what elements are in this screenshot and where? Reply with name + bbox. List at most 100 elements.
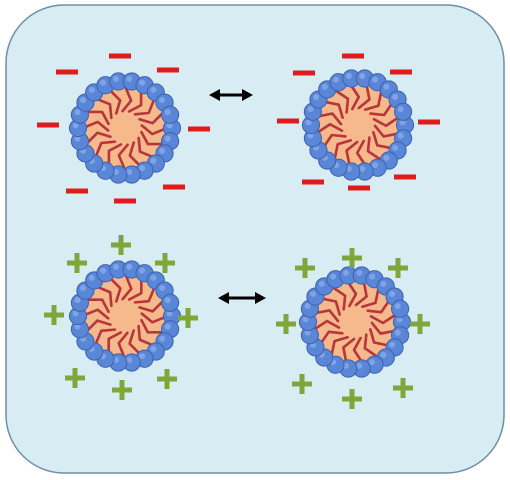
head-highlight [80, 96, 87, 103]
head-highlight [397, 132, 404, 139]
head-highlight [164, 135, 171, 142]
head-highlight [72, 122, 79, 129]
head-highlight [356, 269, 363, 276]
micelle-tails [315, 82, 401, 168]
surfactant-tail [370, 321, 398, 335]
head-highlight [112, 263, 119, 270]
double-headed-arrow-icon [209, 89, 253, 101]
head-highlight [166, 310, 173, 317]
head-highlight [330, 273, 337, 280]
surfactant-tail [81, 120, 110, 132]
micelles-layer [68, 69, 415, 378]
surfactant-tail [373, 124, 401, 138]
head-highlight [139, 353, 146, 360]
surfactant-tail [348, 82, 361, 111]
head-highlight [369, 359, 376, 366]
micelle-shell [68, 72, 182, 184]
surfactant-tail [107, 87, 122, 115]
surfactant-tail [369, 328, 391, 348]
head-highlight [74, 135, 81, 142]
surfactant-tail [321, 100, 344, 120]
double-headed-arrow-icon [218, 292, 266, 304]
surfactant-tail [319, 296, 341, 316]
surfactant-tail [333, 88, 350, 114]
head-highlight [359, 165, 366, 172]
minus-icon [56, 69, 78, 75]
head-highlight [112, 75, 119, 82]
head-highlight [100, 79, 107, 86]
surfactant-tail [133, 97, 156, 116]
surfactant-tail [133, 285, 157, 304]
head-highlight [399, 119, 406, 126]
head-highlight [126, 263, 133, 270]
surfactant-tail [369, 312, 398, 325]
surfactant-tail [84, 110, 110, 126]
surfactant-tail [363, 333, 380, 359]
surfactant-tail [342, 337, 356, 365]
head-highlight [126, 75, 133, 82]
head-highlight [389, 290, 396, 297]
surfactant-tail [128, 141, 143, 169]
micelle [298, 266, 412, 378]
head-highlight [164, 297, 171, 304]
head-highlight [380, 280, 387, 287]
head-highlight [383, 154, 390, 161]
minus-icon [390, 69, 412, 75]
surfactant-tail [84, 319, 112, 334]
head-highlight [356, 362, 363, 369]
micelle-core [82, 273, 168, 359]
head-group [390, 299, 410, 318]
head-highlight [305, 119, 312, 126]
head-highlight [342, 269, 349, 276]
surfactant-tail [372, 130, 395, 150]
surfactant-tail [321, 133, 347, 150]
plus-icon [276, 314, 296, 334]
surfactant-tail [127, 276, 143, 301]
micelle-shell [68, 260, 182, 372]
minus-icon [418, 119, 440, 125]
surfactant-tail [117, 331, 129, 360]
head-highlight [74, 109, 81, 116]
head-highlight [139, 267, 146, 274]
head-highlight [159, 96, 166, 103]
surfactant-tail [372, 115, 401, 128]
head-highlight [369, 273, 376, 280]
surfactant-tail [93, 328, 117, 347]
arrows-layer [209, 89, 266, 304]
plus-icon [388, 258, 408, 278]
head-highlight [150, 274, 157, 281]
surfactant-tail [127, 87, 143, 113]
head-highlight [126, 168, 133, 175]
head-highlight [304, 303, 311, 310]
charges-layer [37, 53, 440, 409]
minus-icon [114, 198, 136, 204]
minus-icon [66, 188, 88, 194]
surfactant-tail [140, 130, 166, 146]
head-highlight [139, 79, 146, 86]
head-highlight [396, 316, 403, 323]
surfactant-tail [140, 312, 169, 324]
head-highlight [389, 341, 396, 348]
minus-icon [163, 184, 185, 190]
head-highlight [380, 351, 387, 358]
surfactant-tail [330, 285, 347, 311]
surfactant-tail [138, 110, 166, 125]
minus-icon [277, 118, 299, 124]
head-highlight [313, 93, 320, 100]
head-highlight [383, 83, 390, 90]
micelle-shell [298, 266, 412, 378]
head-highlight [392, 144, 399, 151]
head-highlight [372, 162, 379, 169]
head-highlight [394, 303, 401, 310]
surfactant-tail [137, 324, 156, 348]
plus-icon [295, 258, 315, 278]
surfactant-tail [333, 139, 353, 162]
surfactant-tail [345, 140, 359, 168]
surfactant-tail [366, 136, 383, 162]
head-highlight [74, 297, 81, 304]
plus-icon [178, 308, 198, 328]
head-highlight [159, 284, 166, 291]
plus-icon [342, 389, 362, 409]
surfactant-tail [369, 100, 395, 117]
